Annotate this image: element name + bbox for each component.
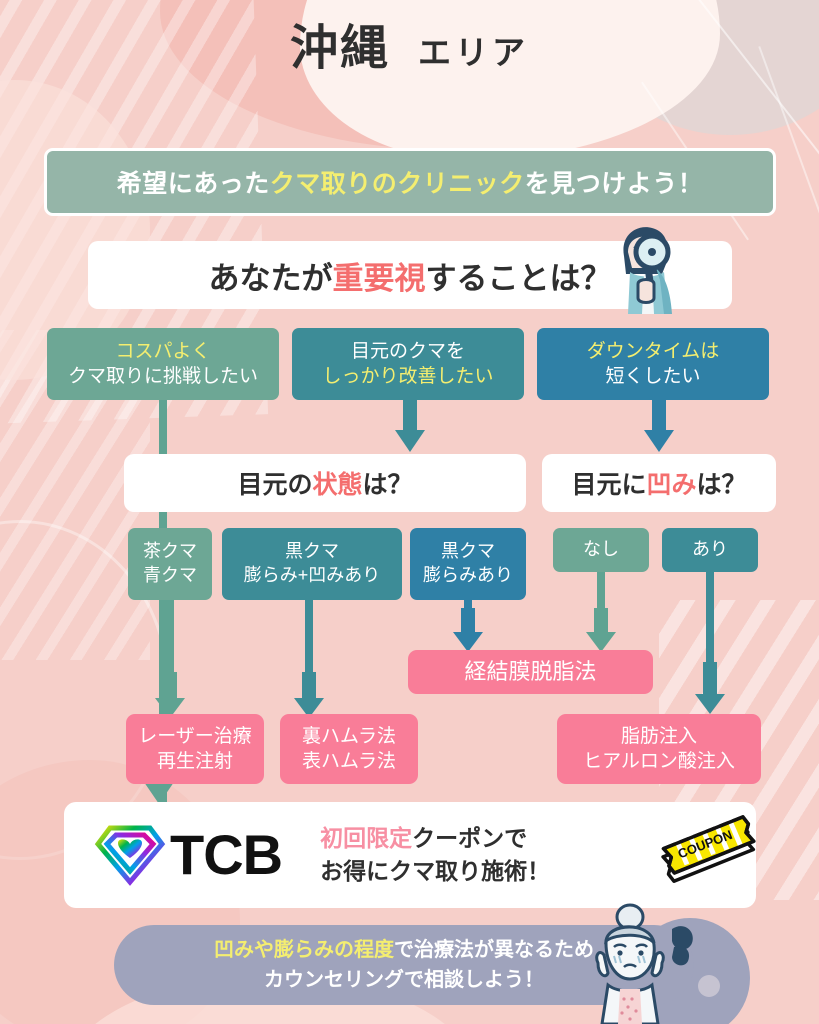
result-box-1[interactable]: 経結膜脱脂法 xyxy=(408,650,653,694)
bottom-note: 凹みや膨らみの程度で治療法が異なるため カウンセリングで相談しよう！ xyxy=(114,925,694,1005)
tcb-logo: TCB xyxy=(94,822,283,888)
question-main-suffix: することは？ xyxy=(425,260,612,296)
option-3-line2: 短くしたい xyxy=(605,366,701,387)
option-card-3[interactable]: ダウンタイムは 短くしたい xyxy=(537,328,769,400)
sub-5-line1: あり xyxy=(692,539,728,560)
sub-2-line2: 膨らみ+凹みあり xyxy=(243,565,381,585)
result-4-line1: 脂肪注入 xyxy=(620,725,697,747)
question-main: あなたが重要視することは？ xyxy=(88,241,732,309)
result-1-line1: 経結膜脱脂法 xyxy=(464,659,597,685)
headline-suffix: を見つけよう！ xyxy=(524,170,704,198)
headline-highlight: クマ取りのクリニック xyxy=(269,170,525,198)
arrow-sub5-to-result xyxy=(695,662,725,714)
result-box-4[interactable]: 脂肪注入 ヒアルロン酸注入 xyxy=(557,714,761,784)
option-2-line2: しっかり改善したい xyxy=(322,366,494,387)
region-suffix: エリア xyxy=(418,34,529,71)
headline-prefix: 希望にあった xyxy=(116,170,270,198)
option-card-2[interactable]: 目元のクマを しっかり改善したい xyxy=(292,328,524,400)
arrow-sub1-to-result xyxy=(155,672,185,718)
connector-sub2-stem xyxy=(305,600,313,700)
coupon-icon: COUPON xyxy=(661,815,756,883)
option-1-line2: クマ取りに挑戦したい xyxy=(67,366,258,387)
result-3-line2: 表ハムラ法 xyxy=(301,751,397,772)
sub-option-card-4[interactable]: なし xyxy=(553,528,649,572)
region-name: 沖縄 xyxy=(289,22,390,75)
result-box-3[interactable]: 裏ハムラ法 表ハムラ法 xyxy=(280,714,418,784)
arrow-option2-down xyxy=(395,400,425,452)
brand-copy-highlight: 初回限定 xyxy=(320,825,413,852)
question-b-highlight: 凹み xyxy=(646,471,697,499)
question-b-prefix: 目元に xyxy=(571,471,647,499)
brand-copy: 初回限定クーポンで お得にクマ取り施術！ xyxy=(320,822,550,887)
question-a-highlight: 状態 xyxy=(312,471,363,499)
arrow-sub2-to-result xyxy=(294,672,324,718)
question-a-prefix: 目元の xyxy=(237,471,313,499)
option-2-line1: 目元のクマを xyxy=(350,340,465,362)
connector-sub4-stem xyxy=(597,572,605,624)
note-line1-highlight: 凹みや膨らみの程度 xyxy=(214,939,394,961)
question-hollow: 目元に凹みは？ xyxy=(542,454,776,512)
question-eye-condition: 目元の状態は？ xyxy=(124,454,526,512)
result-2-line1: レーザー治療 xyxy=(138,725,252,747)
brand-copy-rest: クーポンで xyxy=(412,825,528,852)
sub-option-card-2[interactable]: 黒クマ 膨らみ+凹みあり xyxy=(222,528,402,600)
headline-banner: 希望にあったクマ取りのクリニックを見つけよう！ xyxy=(44,148,776,216)
tcb-diamond-logo-icon xyxy=(94,825,166,886)
arrow-sub4-to-result xyxy=(586,608,616,652)
connector-sub5-stem xyxy=(706,572,714,692)
question-b-suffix: は？ xyxy=(696,471,747,499)
sub-4-line1: なし xyxy=(583,539,619,560)
sub-3-line1: 黒クマ xyxy=(441,541,495,562)
question-a-suffix: は？ xyxy=(362,471,413,499)
option-card-1[interactable]: コスパよく クマ取りに挑戦したい xyxy=(47,328,279,400)
page-title: 沖縄 エリア xyxy=(0,8,819,78)
sub-option-card-5[interactable]: あり xyxy=(662,528,758,572)
sub-option-card-3[interactable]: 黒クマ 膨らみあり xyxy=(410,528,526,600)
sub-3-line2: 膨らみあり xyxy=(423,565,513,585)
result-4-line2: ヒアルロン酸注入 xyxy=(583,751,735,772)
sub-option-card-1[interactable]: 茶クマ 青クマ xyxy=(128,528,212,600)
question-main-prefix: あなたが xyxy=(208,260,333,296)
sub-1-line1: 茶クマ xyxy=(143,541,197,562)
background-dot-grey xyxy=(698,975,720,997)
result-2-line2: 再生注射 xyxy=(156,751,233,772)
tcb-wordmark: TCB xyxy=(170,823,283,886)
option-1-line1: コスパよく xyxy=(115,340,211,362)
brand-banner[interactable]: TCB 初回限定クーポンで お得にクマ取り施術！ xyxy=(64,802,756,908)
question-main-highlight: 重要視 xyxy=(332,260,426,296)
sub-1-line2: 青クマ xyxy=(143,565,197,585)
arrow-option3-down xyxy=(644,400,674,452)
result-3-line1: 裏ハムラ法 xyxy=(301,725,397,747)
option-3-line1: ダウンタイムは xyxy=(586,340,720,362)
note-line1-rest: で治療法が異なるため xyxy=(394,939,594,961)
arrow-sub3-to-result xyxy=(453,608,483,652)
brand-copy-line2: お得にクマ取り施術！ xyxy=(320,858,551,884)
result-box-2[interactable]: レーザー治療 再生注射 xyxy=(126,714,264,784)
note-line2: カウンセリングで相談しよう！ xyxy=(264,969,544,991)
sub-2-line1: 黒クマ xyxy=(285,541,339,562)
connector-sub1-stem xyxy=(166,600,174,700)
connector-option1-stem xyxy=(159,400,167,804)
